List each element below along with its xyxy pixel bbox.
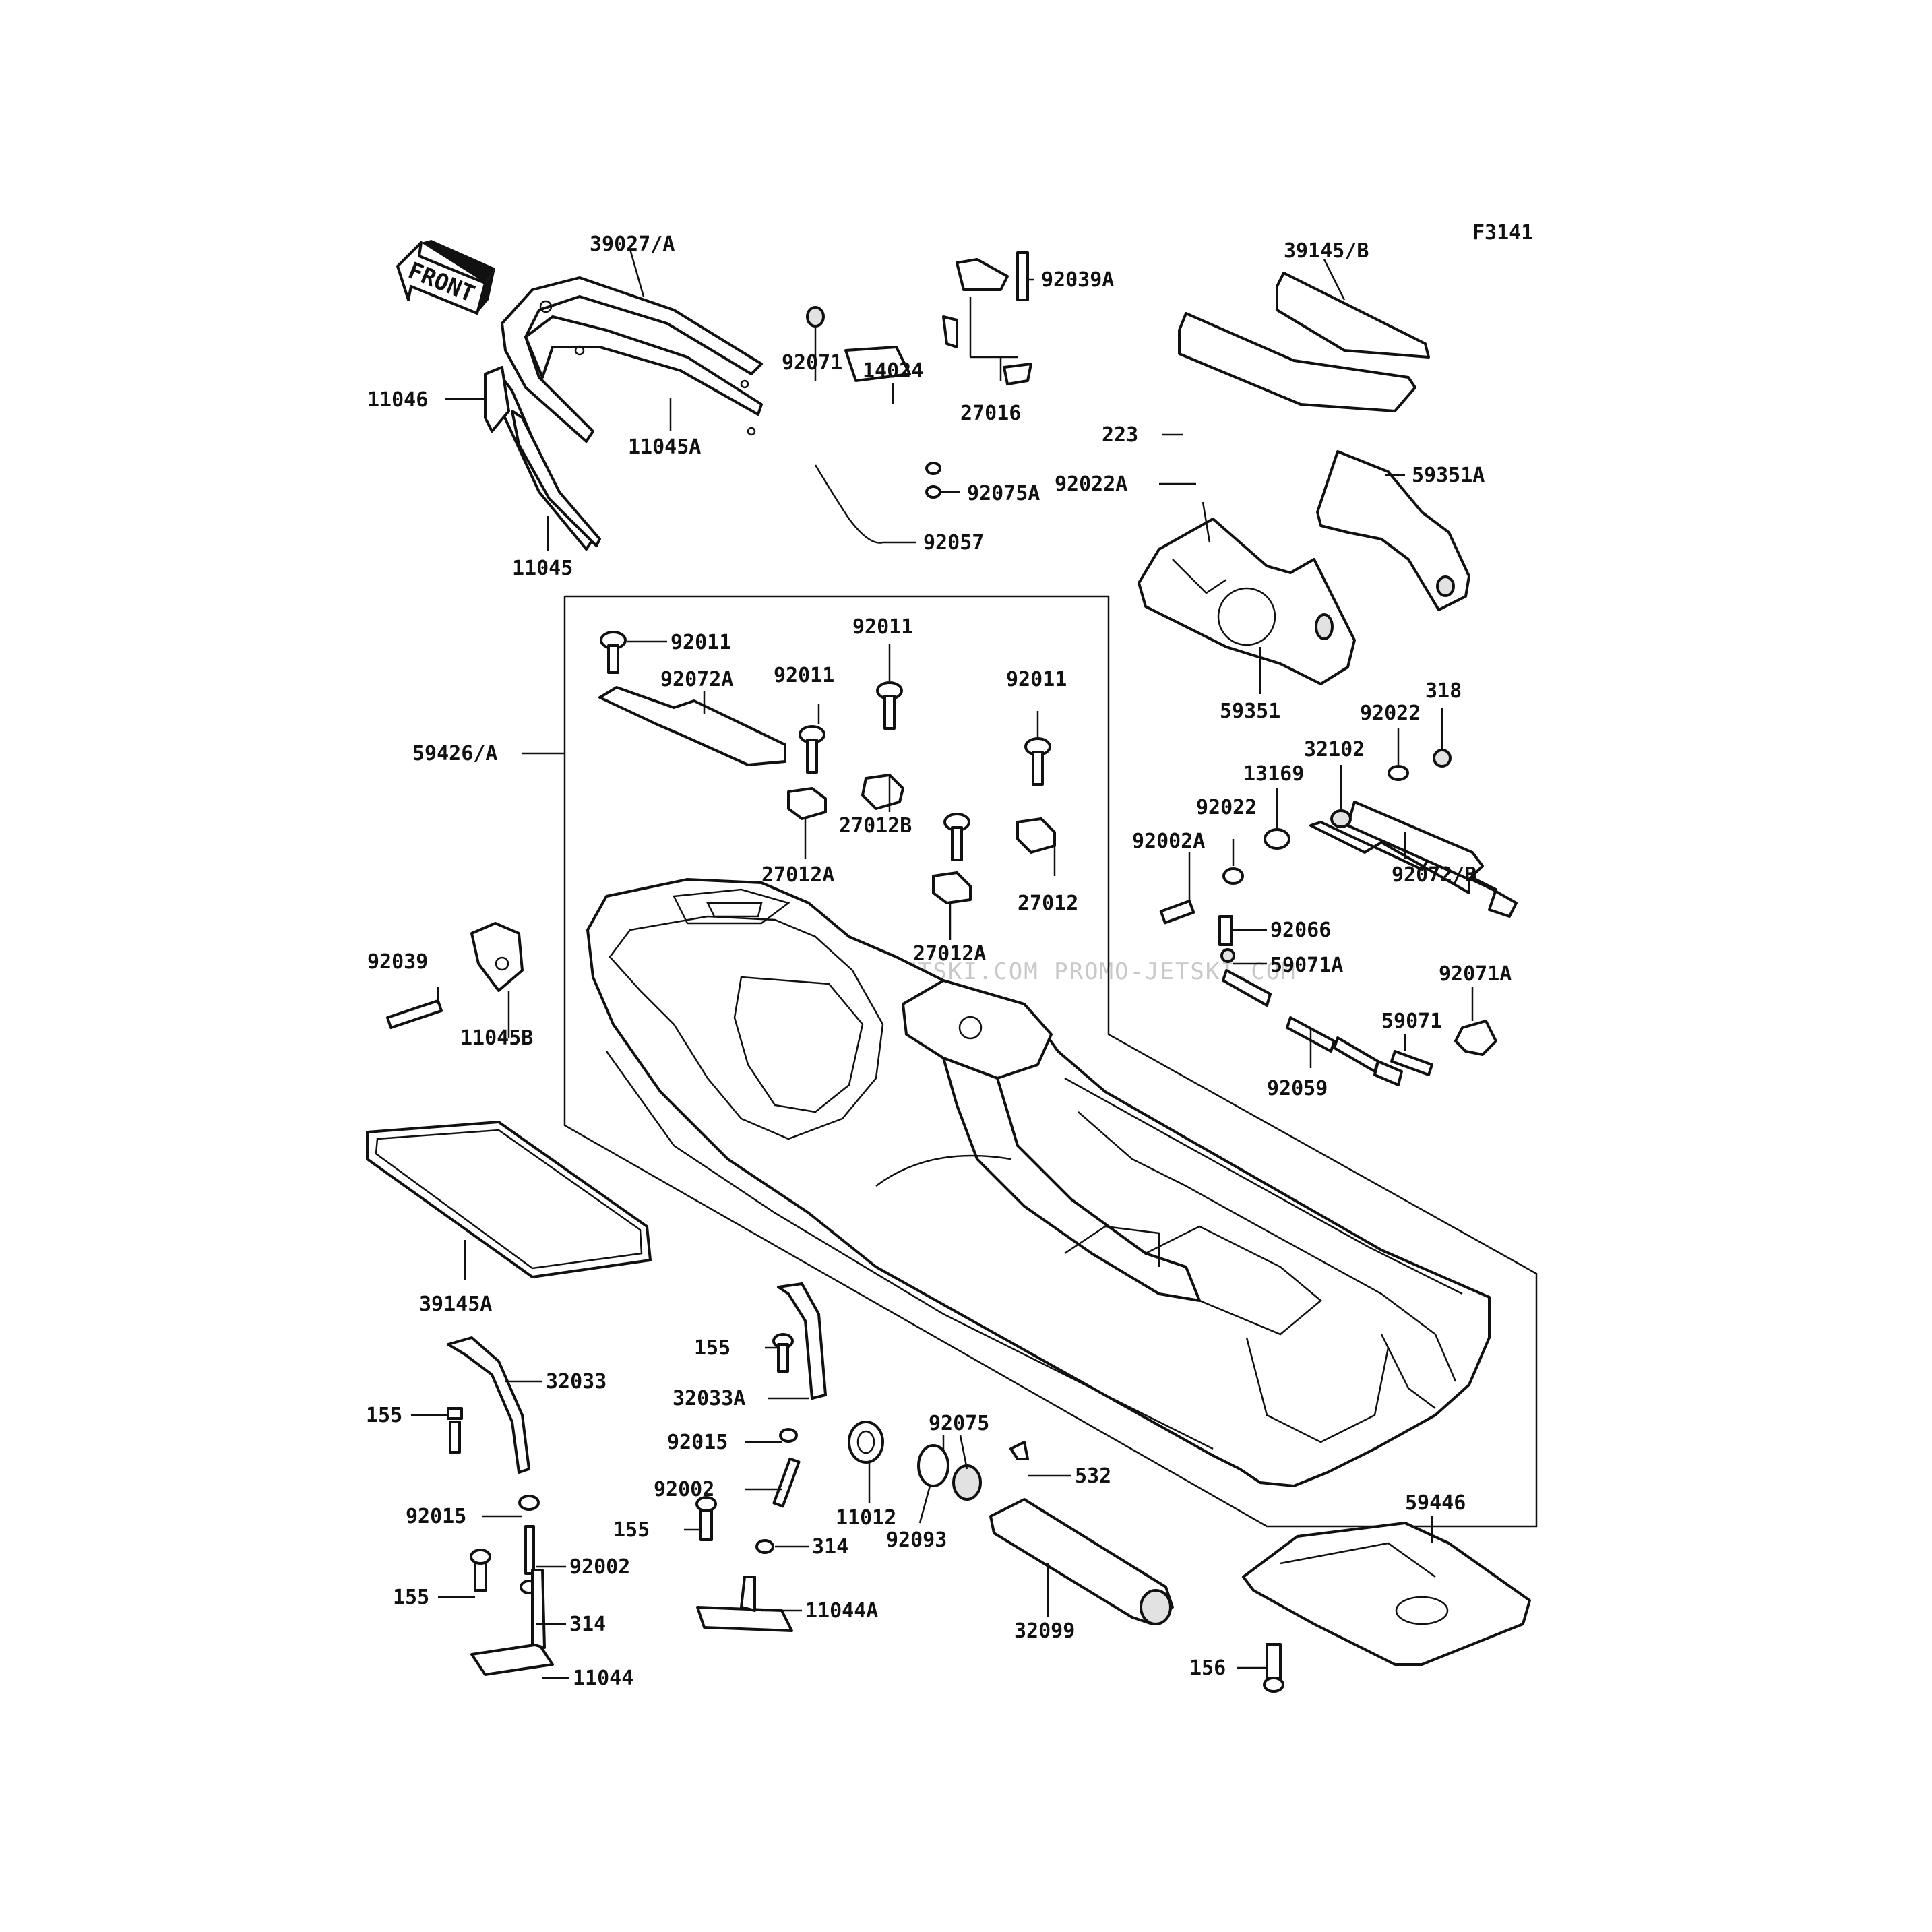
label-92066: 92066 [1270, 918, 1331, 942]
label-92011-b: 92011 [852, 615, 913, 639]
brackets-27012 [787, 774, 1056, 904]
seat-frame-part [484, 276, 763, 551]
label-92039: 92039 [367, 950, 428, 974]
label-156: 156 [1189, 1656, 1226, 1680]
label-92093: 92093 [886, 1528, 947, 1552]
label-532: 532 [1075, 1464, 1111, 1488]
label-155-b: 155 [366, 1404, 402, 1427]
label-11044A: 11044A [805, 1599, 878, 1623]
label-59351A: 59351A [1412, 464, 1485, 487]
label-59071A: 59071A [1270, 954, 1343, 977]
leader-lines [411, 249, 1474, 1679]
strap-92072A-part [598, 686, 786, 766]
right-side-hardware [1159, 749, 1518, 1086]
label-14024: 14024 [863, 359, 923, 383]
label-39145B: 39145/B [1284, 239, 1369, 263]
label-27012B: 27012B [839, 814, 912, 838]
label-32033A: 32033A [673, 1387, 745, 1410]
label-92071A: 92071A [1439, 962, 1512, 986]
label-39145A: 39145A [419, 1292, 492, 1316]
label-32102: 32102 [1304, 738, 1365, 761]
label-27016: 27016 [960, 402, 1021, 425]
part-labels: 39027/A 11046 11045A 11045 92071 14024 9… [366, 232, 1512, 1690]
label-59071: 59071 [1381, 1009, 1442, 1033]
label-92011-d: 92011 [1006, 668, 1067, 691]
left-side-parts [366, 922, 652, 1278]
label-92072A: 92072A [660, 668, 733, 691]
bottom-left-hardware [447, 1336, 554, 1676]
label-11045A: 11045A [628, 435, 701, 459]
label-92015-a: 92015 [667, 1431, 728, 1454]
label-318: 318 [1425, 679, 1462, 703]
label-92072B: 92072/B [1392, 863, 1476, 887]
screws-92011 [600, 631, 1051, 861]
label-92039A: 92039A [1041, 268, 1114, 292]
label-92002A: 92002A [1132, 830, 1205, 853]
label-39027A: 39027/A [590, 232, 675, 256]
label-92022-a: 92022 [1360, 702, 1421, 725]
front-arrow-icon: FRONT [396, 240, 495, 315]
label-92022A: 92022A [1055, 472, 1127, 496]
label-11045B: 11045B [460, 1026, 533, 1050]
label-92011-a: 92011 [671, 631, 731, 654]
label-27012A-a: 27012A [761, 863, 834, 887]
label-27012: 27012 [1018, 892, 1078, 915]
label-223: 223 [1102, 423, 1138, 447]
cover-59351A-part [1316, 450, 1470, 611]
label-314-a: 314 [812, 1535, 848, 1559]
label-92071: 92071 [782, 351, 842, 375]
label-155-c: 155 [613, 1518, 650, 1542]
label-92002-a: 92002 [654, 1478, 714, 1501]
label-155-d: 155 [393, 1586, 429, 1609]
label-92057: 92057 [923, 531, 984, 555]
label-59351: 59351 [1220, 699, 1280, 723]
label-92022-b: 92022 [1196, 796, 1257, 819]
label-59426A: 59426/A [412, 742, 497, 766]
label-314-b: 314 [569, 1613, 606, 1636]
label-92011-c: 92011 [774, 664, 834, 687]
label-11046: 11046 [367, 388, 428, 412]
label-27012A-b: 27012A [913, 942, 986, 966]
assembly-boundary [563, 595, 1538, 1528]
label-92075A: 92075A [967, 482, 1040, 505]
deck-pad-part [1178, 272, 1430, 412]
label-92059: 92059 [1267, 1077, 1328, 1100]
bottom-middle-hardware [695, 1282, 1174, 1632]
figure-code: F3141 [1472, 221, 1533, 245]
label-92002-b: 92002 [569, 1555, 630, 1579]
cover-59351-part [1138, 518, 1356, 685]
label-92075: 92075 [929, 1412, 989, 1435]
label-11044: 11044 [573, 1666, 633, 1690]
plate-59446-part [1242, 1522, 1531, 1693]
label-11045: 11045 [512, 557, 573, 580]
label-32033: 32033 [546, 1370, 606, 1394]
seat-lock-parts [806, 251, 1032, 544]
label-92015-b: 92015 [406, 1505, 466, 1528]
label-32099: 32099 [1014, 1619, 1075, 1643]
hull-deck-part [586, 878, 1491, 1487]
label-59446: 59446 [1405, 1491, 1466, 1515]
label-11012: 11012 [836, 1506, 896, 1530]
label-155-a: 155 [694, 1336, 730, 1360]
label-13169: 13169 [1243, 762, 1304, 786]
